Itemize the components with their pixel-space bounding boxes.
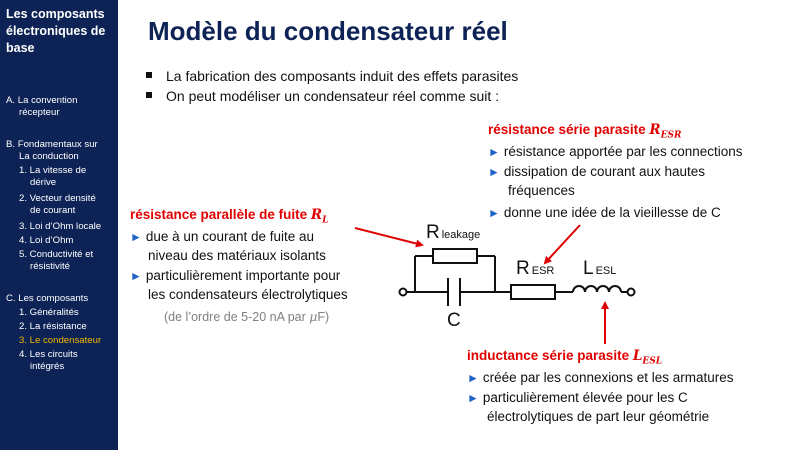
sidebar-item-composants[interactable]: C. Les composants bbox=[6, 293, 89, 304]
triangle-arrow-icon: ► bbox=[488, 165, 500, 179]
esl-line-cont: électrolytiques de part leur géométrie bbox=[487, 409, 710, 424]
left-terminal bbox=[398, 287, 408, 297]
sidebar-item-vitesse-cont[interactable]: dérive bbox=[30, 177, 57, 188]
esl-line: ►particulièrement élevée pour les C bbox=[467, 390, 688, 405]
esl-line: ►créée par les connexions et les armatur… bbox=[467, 370, 734, 385]
triangle-arrow-icon: ► bbox=[130, 269, 142, 283]
page-title: Modèle du condensateur réel bbox=[148, 16, 508, 46]
esl-symbol-subscript: ESL bbox=[642, 356, 663, 367]
sidebar-item-vecteur-cont[interactable]: de courant bbox=[30, 205, 76, 216]
resistor-esr bbox=[510, 284, 556, 300]
esr-line: ►dissipation de courant aux hautes bbox=[488, 164, 705, 179]
leak-note: (de l’ordre de 5-20 nA par μF) bbox=[164, 309, 329, 324]
right-terminal bbox=[626, 287, 636, 297]
label-r-esr-main: R bbox=[516, 258, 530, 279]
label-r-esr-sub: ESR bbox=[531, 265, 555, 277]
leak-heading: résistance parallèle de fuite RL bbox=[130, 207, 328, 226]
square-bullet-icon bbox=[146, 72, 152, 79]
leak-line: ►due à un courant de fuite au bbox=[130, 229, 314, 244]
leak-line-cont: les condensateurs électrolytiques bbox=[148, 287, 348, 302]
label-r-leakage-sub: leakage bbox=[441, 229, 481, 241]
sidebar-item-resistance[interactable]: 2. La résistance bbox=[19, 321, 87, 332]
esr-symbol-subscript: ESR bbox=[660, 130, 682, 141]
sidebar-item-loi-locale[interactable]: 3. Loi d’Ohm locale bbox=[19, 221, 102, 232]
leak-line-cont: niveau des matériaux isolants bbox=[148, 248, 326, 263]
sidebar-item-fondamentaux-cont[interactable]: La conduction bbox=[19, 151, 79, 162]
label-l-esl-sub: ESL bbox=[595, 265, 617, 277]
leak-line-text: particulièrement importante pour bbox=[145, 268, 341, 283]
esr-symbol-letter: R bbox=[649, 122, 661, 138]
sidebar-item-generalites[interactable]: 1. Généralités bbox=[19, 307, 79, 318]
sidebar: Les composants électroniques de base A. … bbox=[0, 0, 118, 450]
sidebar-item-convention[interactable]: A. La convention bbox=[6, 95, 78, 106]
esr-heading: résistance série parasite RESR bbox=[488, 122, 681, 141]
square-bullet-icon bbox=[146, 92, 152, 99]
leak-heading-text: résistance parallèle de fuite bbox=[130, 207, 308, 222]
triangle-arrow-icon: ► bbox=[467, 371, 479, 385]
leak-note-suffix: F) bbox=[317, 310, 330, 324]
esl-symbol-letter: L bbox=[632, 348, 643, 364]
leak-symbol: RL bbox=[310, 207, 329, 226]
leak-note-unit: μ bbox=[309, 309, 318, 324]
sidebar-item-circuits[interactable]: 4. Les circuits bbox=[19, 349, 78, 360]
resistor-leakage bbox=[432, 248, 478, 264]
esl-heading: inductance série parasite LESL bbox=[467, 348, 662, 367]
bullet-item: La fabrication des composants induit des… bbox=[146, 68, 518, 84]
leak-symbol-subscript: L bbox=[322, 215, 329, 226]
esr-symbol: RESR bbox=[649, 122, 682, 141]
sidebar-item-circuits-cont[interactable]: intégrés bbox=[30, 361, 65, 372]
triangle-arrow-icon: ► bbox=[130, 230, 142, 244]
arrow-esr bbox=[543, 224, 581, 265]
triangle-arrow-icon: ► bbox=[488, 145, 500, 159]
esl-line-text: créée par les connexions et les armature… bbox=[482, 370, 734, 385]
esr-line-text: donne une idée de la vieillesse de C bbox=[503, 205, 721, 220]
esr-heading-text: résistance série parasite bbox=[488, 122, 646, 137]
esl-symbol: LESL bbox=[632, 348, 663, 367]
label-r-leakage-main: R bbox=[426, 222, 440, 243]
esr-line: ►donne une idée de la vieillesse de C bbox=[488, 205, 721, 220]
esr-line: ►résistance apportée par les connections bbox=[488, 144, 743, 159]
esr-line-text: résistance apportée par les connections bbox=[503, 144, 743, 159]
triangle-arrow-icon: ► bbox=[488, 206, 500, 220]
esl-line-text: particulièrement élevée pour les C bbox=[482, 390, 688, 405]
leak-symbol-letter: R bbox=[310, 207, 323, 223]
sidebar-item-condensateur[interactable]: 3. Le condensateur bbox=[19, 335, 102, 346]
label-l-esl-main: L bbox=[583, 258, 594, 279]
sidebar-item-vecteur[interactable]: 2. Vecteur densité bbox=[19, 193, 96, 204]
sidebar-item-convention-cont[interactable]: récepteur bbox=[19, 107, 60, 118]
sidebar-item-conductivite[interactable]: 5. Conductivité et bbox=[19, 249, 94, 260]
sidebar-item-vitesse[interactable]: 1. La vitesse de bbox=[19, 165, 87, 176]
bullet-text: On peut modéliser un condensateur réel c… bbox=[166, 88, 500, 104]
sidebar-item-loi-ohm[interactable]: 4. Loi d’Ohm bbox=[19, 235, 74, 246]
esr-line-cont: fréquences bbox=[508, 183, 575, 198]
esr-line-text: dissipation de courant aux hautes bbox=[503, 164, 706, 179]
label-c: C bbox=[447, 310, 461, 331]
inductor-esl bbox=[572, 285, 622, 293]
sidebar-item-conductivite-cont[interactable]: résistivité bbox=[30, 261, 70, 272]
triangle-arrow-icon: ► bbox=[467, 391, 479, 405]
leak-line-text: due à un courant de fuite au bbox=[145, 229, 315, 244]
leak-line: ►particulièrement importante pour bbox=[130, 268, 340, 283]
sidebar-title: Les composants électroniques de base bbox=[6, 7, 106, 55]
bullet-item: On peut modéliser un condensateur réel c… bbox=[146, 88, 499, 104]
leak-note-prefix: (de l’ordre de 5-20 nA par bbox=[164, 310, 310, 324]
bullet-text: La fabrication des composants induit des… bbox=[166, 68, 519, 84]
esl-heading-text: inductance série parasite bbox=[467, 348, 630, 363]
arrow-leak bbox=[354, 227, 424, 248]
sidebar-item-fondamentaux[interactable]: B. Fondamentaux sur bbox=[6, 139, 98, 150]
